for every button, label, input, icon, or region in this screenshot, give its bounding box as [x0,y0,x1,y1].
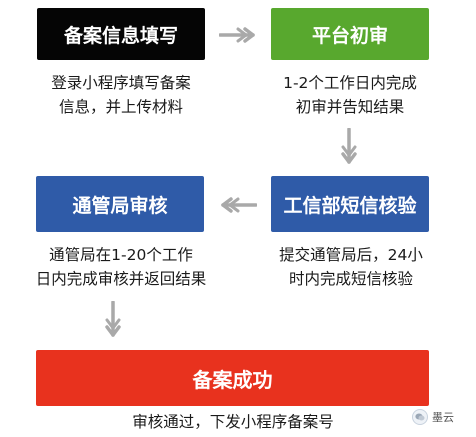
step-bureau-review-desc-line1: 通管局在1-20个工作 [49,246,193,264]
step-fill-info-title: 备案信息填写 [63,24,178,47]
step-fill-info-box: 备案信息填写 [37,8,205,60]
step-platform-review-desc-line2: 初审并告知结果 [295,98,405,116]
step-platform-review-desc: 1-2个工作日内完成 初审并告知结果 [250,71,450,119]
arrow-down-icon [341,128,357,164]
step-fill-info-desc-line2: 信息，并上传材料 [58,98,183,116]
step-miit-sms-box: 工信部短信核验 [271,176,429,232]
step-success-desc: 审核通过，下发小程序备案号 [90,410,376,434]
watermark: 墨云 [412,409,454,425]
step-miit-sms-desc-line1: 提交通管局后，24小 [279,246,423,264]
watermark-label: 墨云 [432,411,454,424]
step-miit-sms-title: 工信部短信核验 [283,194,417,217]
step-miit-sms-desc: 提交通管局后，24小 时内完成短信核验 [248,243,454,291]
wechat-logo-icon [412,409,428,425]
arrow-down-to-success-icon [105,301,121,337]
step-miit-sms-desc-line2: 时内完成短信核验 [288,270,413,288]
step-bureau-review-desc: 通管局在1-20个工作 日内完成审核并返回结果 [4,243,238,291]
step-success-desc-line1: 审核通过，下发小程序备案号 [132,413,334,431]
step-bureau-review-desc-line2: 日内完成审核并返回结果 [35,270,207,288]
step-fill-info-desc-line1: 登录小程序填写备案 [51,74,191,92]
arrow-left-icon [221,197,257,213]
step-platform-review-desc-line1: 1-2个工作日内完成 [283,74,417,92]
step-success-box: 备案成功 [36,350,429,406]
step-fill-info-desc: 登录小程序填写备案 信息，并上传材料 [21,71,221,119]
step-bureau-review-box: 通管局审核 [36,176,204,232]
arrow-right-icon [219,27,255,43]
step-platform-review-box: 平台初审 [271,8,429,60]
step-success-title: 备案成功 [192,367,273,392]
step-bureau-review-title: 通管局审核 [72,194,168,217]
step-platform-review-title: 平台初审 [311,24,388,47]
